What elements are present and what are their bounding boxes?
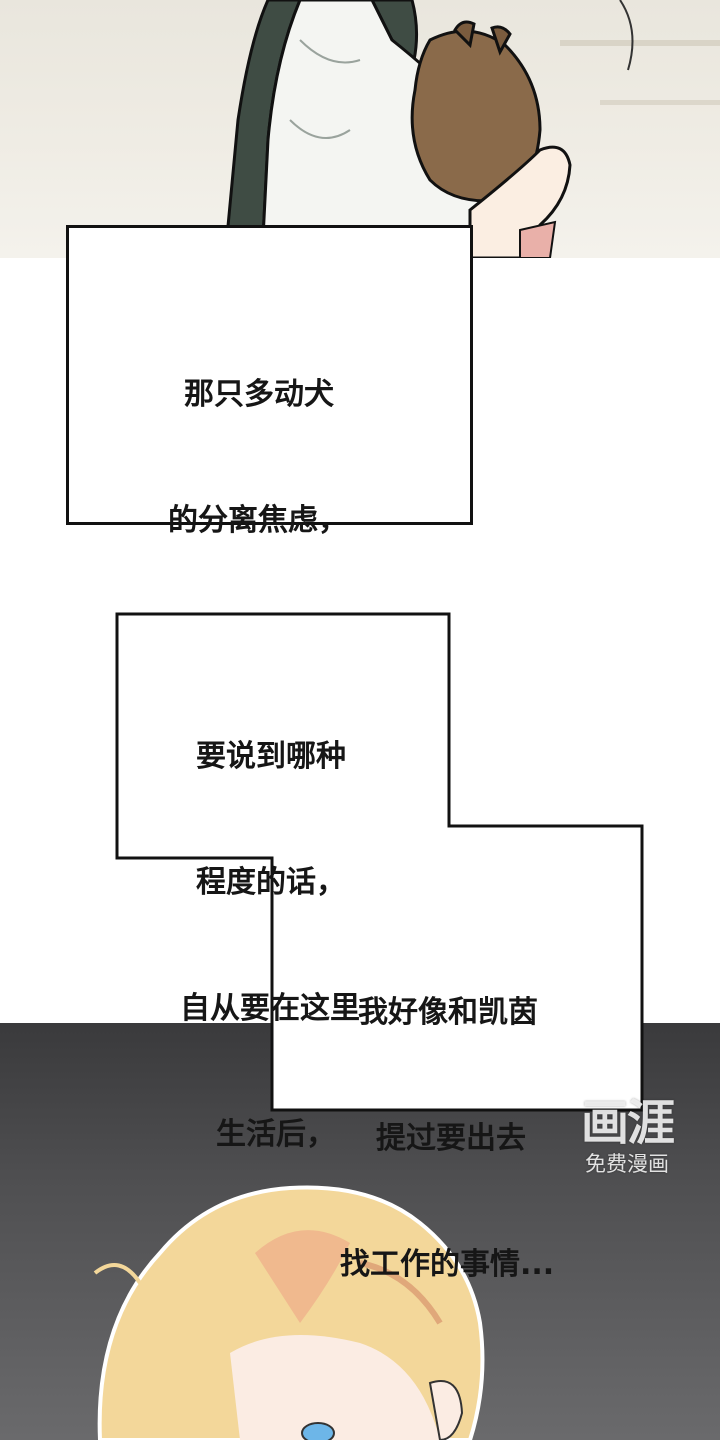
- watermark-subtitle: 免费漫画: [585, 1152, 669, 1176]
- caption-2-line-1: 要说到哪种: [196, 739, 346, 774]
- background-shelf: [560, 40, 720, 46]
- hair-shadow: [255, 1230, 350, 1323]
- caption-text-3: 我好像和凯茵 提过要出去 找工作的事情...: [340, 908, 600, 1328]
- caption-1-line-1: 那只多动犬: [184, 377, 334, 412]
- shirt-fold: [299, 39, 361, 64]
- caption-1-line-2: 的分离焦虑，: [168, 503, 348, 538]
- top-panel-illustration: [223, 0, 720, 258]
- caption-text-2: 要说到哪种 程度的话， 自从要在这里 生活后，: [180, 652, 410, 1198]
- background-shelf-2: [600, 100, 720, 105]
- caption-2-line-2: 程度的话，: [196, 865, 346, 900]
- watermark-logo: 画涯: [580, 1095, 675, 1151]
- ear: [428, 1380, 464, 1440]
- dog-ear-left: [453, 20, 476, 49]
- face: [230, 1335, 440, 1440]
- shirt-fold-2: [289, 119, 351, 139]
- watermark: 画涯 免费漫画: [562, 1096, 692, 1178]
- caption-2-line-4: 生活后，: [216, 1117, 336, 1152]
- eye: [301, 1422, 335, 1440]
- caption-3-line-3: 找工作的事情...: [340, 1247, 555, 1282]
- motion-line: [619, 0, 634, 71]
- caption-3-line-2: 提过要出去: [376, 1121, 526, 1156]
- sleeve-cuff: [519, 220, 557, 258]
- hair-strand: [93, 1263, 142, 1285]
- dog-ear-right: [490, 25, 512, 56]
- top-comic-panel: [0, 0, 720, 258]
- caption-box-1: [66, 225, 473, 525]
- hand: [468, 145, 572, 258]
- caption-2-line-3: 自从要在这里: [180, 991, 360, 1026]
- caption-3-line-1: 我好像和凯茵: [358, 995, 538, 1030]
